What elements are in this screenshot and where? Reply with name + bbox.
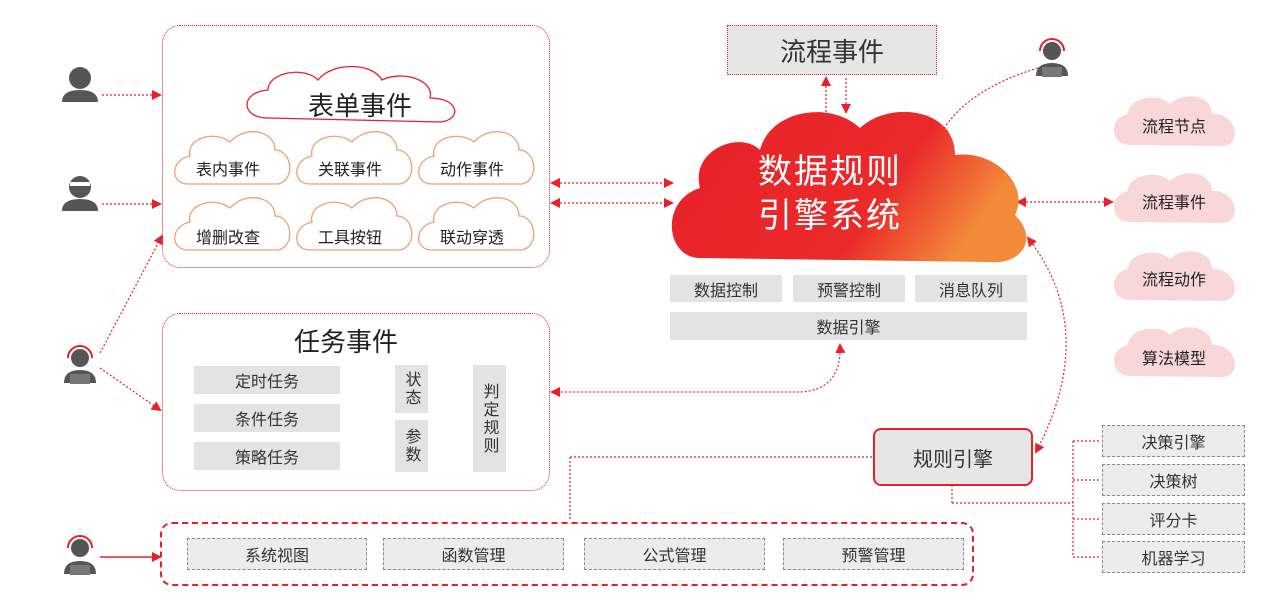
- task-events-title: 任务事件: [293, 328, 398, 358]
- bottom-item: 函数管理: [383, 538, 564, 570]
- form-event-item: 工具按钮: [317, 228, 382, 247]
- task-state: 状态: [395, 365, 428, 413]
- task-item: 条件任务: [194, 404, 340, 432]
- right-cloud-label: 流程事件: [1141, 193, 1206, 212]
- module-data-control: 数据控制: [670, 275, 782, 302]
- right-cloud-label: 流程动作: [1141, 270, 1206, 289]
- core-engine-title: 数据规则 引擎系统: [705, 150, 955, 238]
- user-icon-4: [64, 535, 96, 575]
- form-events-title: 表单事件: [307, 92, 412, 122]
- form-event-item: 增删改查: [195, 228, 260, 247]
- form-event-item: 联动穿透: [439, 228, 504, 247]
- rule-engine-item: 决策树: [1102, 464, 1245, 496]
- user-icon-3: [64, 345, 96, 384]
- form-event-item: 表内事件: [195, 160, 260, 179]
- right-cloud-label: 算法模型: [1141, 349, 1206, 368]
- task-item: 策略任务: [194, 442, 340, 470]
- user-icon-5: [1036, 38, 1068, 77]
- task-judge-rule: 判定规则: [473, 365, 506, 472]
- user-icon-2: [62, 176, 98, 211]
- module-warning-control: 预警控制: [793, 275, 905, 302]
- rule-engine-item: 决策引擎: [1102, 425, 1245, 457]
- bottom-item: 预警管理: [783, 538, 964, 570]
- right-cloud-label: 流程节点: [1141, 117, 1206, 136]
- task-item: 定时任务: [194, 366, 340, 394]
- rule-engine-item: 评分卡: [1102, 503, 1245, 535]
- form-event-item: 动作事件: [439, 160, 504, 179]
- form-event-item: 关联事件: [317, 160, 382, 179]
- module-message-queue: 消息队列: [915, 275, 1027, 302]
- bottom-item: 系统视图: [187, 538, 367, 570]
- process-event-top: 流程事件: [727, 25, 937, 75]
- task-events-panel: [162, 313, 550, 491]
- form-events-panel: [162, 25, 550, 268]
- module-data-engine: 数据引擎: [670, 312, 1027, 340]
- rule-engine-box: 规则引擎: [873, 428, 1033, 486]
- bottom-item: 公式管理: [584, 538, 765, 570]
- user-icon-1: [62, 67, 98, 102]
- rule-engine-item: 机器学习: [1102, 541, 1245, 573]
- bottom-management-bar: [160, 522, 974, 586]
- core-title-line-1: 数据规则: [758, 152, 902, 192]
- task-param: 参数: [395, 420, 428, 472]
- core-title-line-2: 引擎系统: [758, 196, 902, 236]
